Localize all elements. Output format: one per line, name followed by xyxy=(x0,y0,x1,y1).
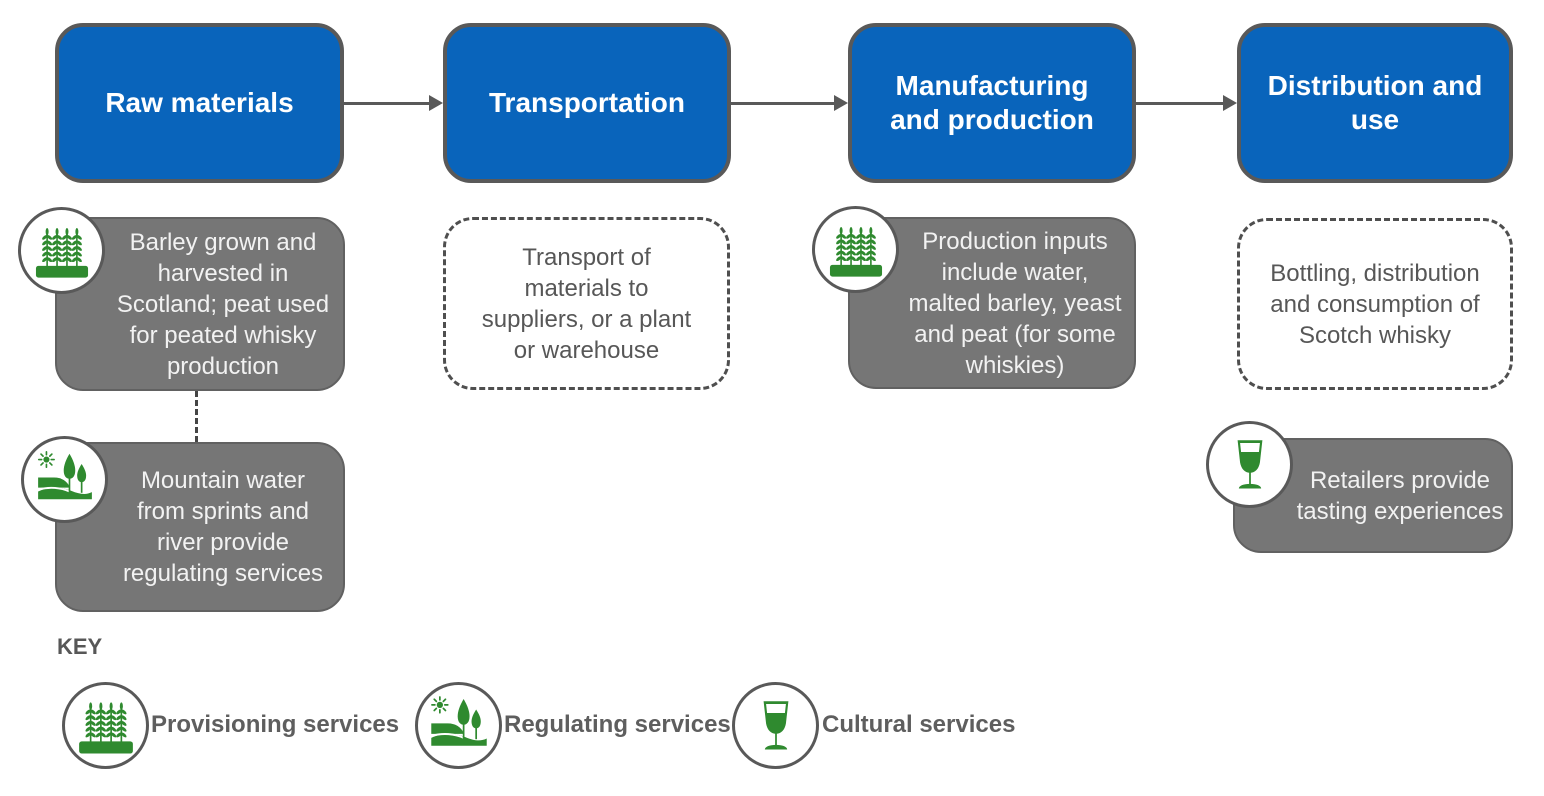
stage-header-transportation: Transportation xyxy=(443,23,731,183)
arrow-head-icon xyxy=(429,95,443,111)
landscape-glyph xyxy=(426,693,492,759)
arrow-head-icon xyxy=(834,95,848,111)
card-retailers-text: Retailers provide tasting experiences xyxy=(1296,466,1504,525)
cultural-icon xyxy=(1206,421,1293,508)
arrow-line xyxy=(1136,101,1226,105)
wheat-field-glyph xyxy=(74,694,138,758)
dashed-connector xyxy=(195,391,198,442)
card-mountain-water-text: Mountain water from sprints and river pr… xyxy=(122,467,324,587)
flow-arrow-1 xyxy=(344,95,443,111)
card-bottling-text: Bottling, distribution and consumption o… xyxy=(1270,259,1480,349)
flow-arrow-2 xyxy=(731,95,848,111)
regulating-icon xyxy=(415,682,502,769)
card-transport: Transport of materials to suppliers, or … xyxy=(443,217,730,390)
arrow-line xyxy=(344,101,432,105)
arrow-head-icon xyxy=(1223,95,1237,111)
provisioning-icon xyxy=(812,206,899,293)
key-label-provisioning: Provisioning services xyxy=(151,711,400,738)
card-transport-text: Transport of materials to suppliers, or … xyxy=(481,243,692,364)
stage-header-raw-materials: Raw materials xyxy=(55,23,344,183)
wine-glass-glyph xyxy=(745,695,807,757)
card-production-inputs: Production inputs include water, malted … xyxy=(848,217,1136,389)
key-label-regulating: Regulating services xyxy=(504,711,731,738)
stage-header-distribution: Distribution and use xyxy=(1237,23,1513,183)
arrow-line xyxy=(731,101,837,105)
card-bottling: Bottling, distribution and consumption o… xyxy=(1237,218,1513,390)
wine-glass-glyph xyxy=(1219,434,1281,496)
card-barley: Barley grown and harvested in Scotland; … xyxy=(55,217,345,391)
key-heading: KEY xyxy=(57,634,103,659)
card-production-inputs-text: Production inputs include water, malted … xyxy=(908,227,1122,379)
cultural-icon xyxy=(732,682,819,769)
stage-header-manufacturing: Manufacturing and production xyxy=(848,23,1136,183)
landscape-glyph xyxy=(33,448,97,512)
wheat-field-glyph xyxy=(31,220,93,282)
provisioning-icon xyxy=(62,682,149,769)
flow-arrow-3 xyxy=(1136,95,1237,111)
key-label-cultural: Cultural services xyxy=(822,711,1016,738)
wheat-field-glyph xyxy=(825,219,887,281)
regulating-icon xyxy=(21,436,108,523)
provisioning-icon xyxy=(18,207,105,294)
card-barley-text: Barley grown and harvested in Scotland; … xyxy=(116,228,330,380)
